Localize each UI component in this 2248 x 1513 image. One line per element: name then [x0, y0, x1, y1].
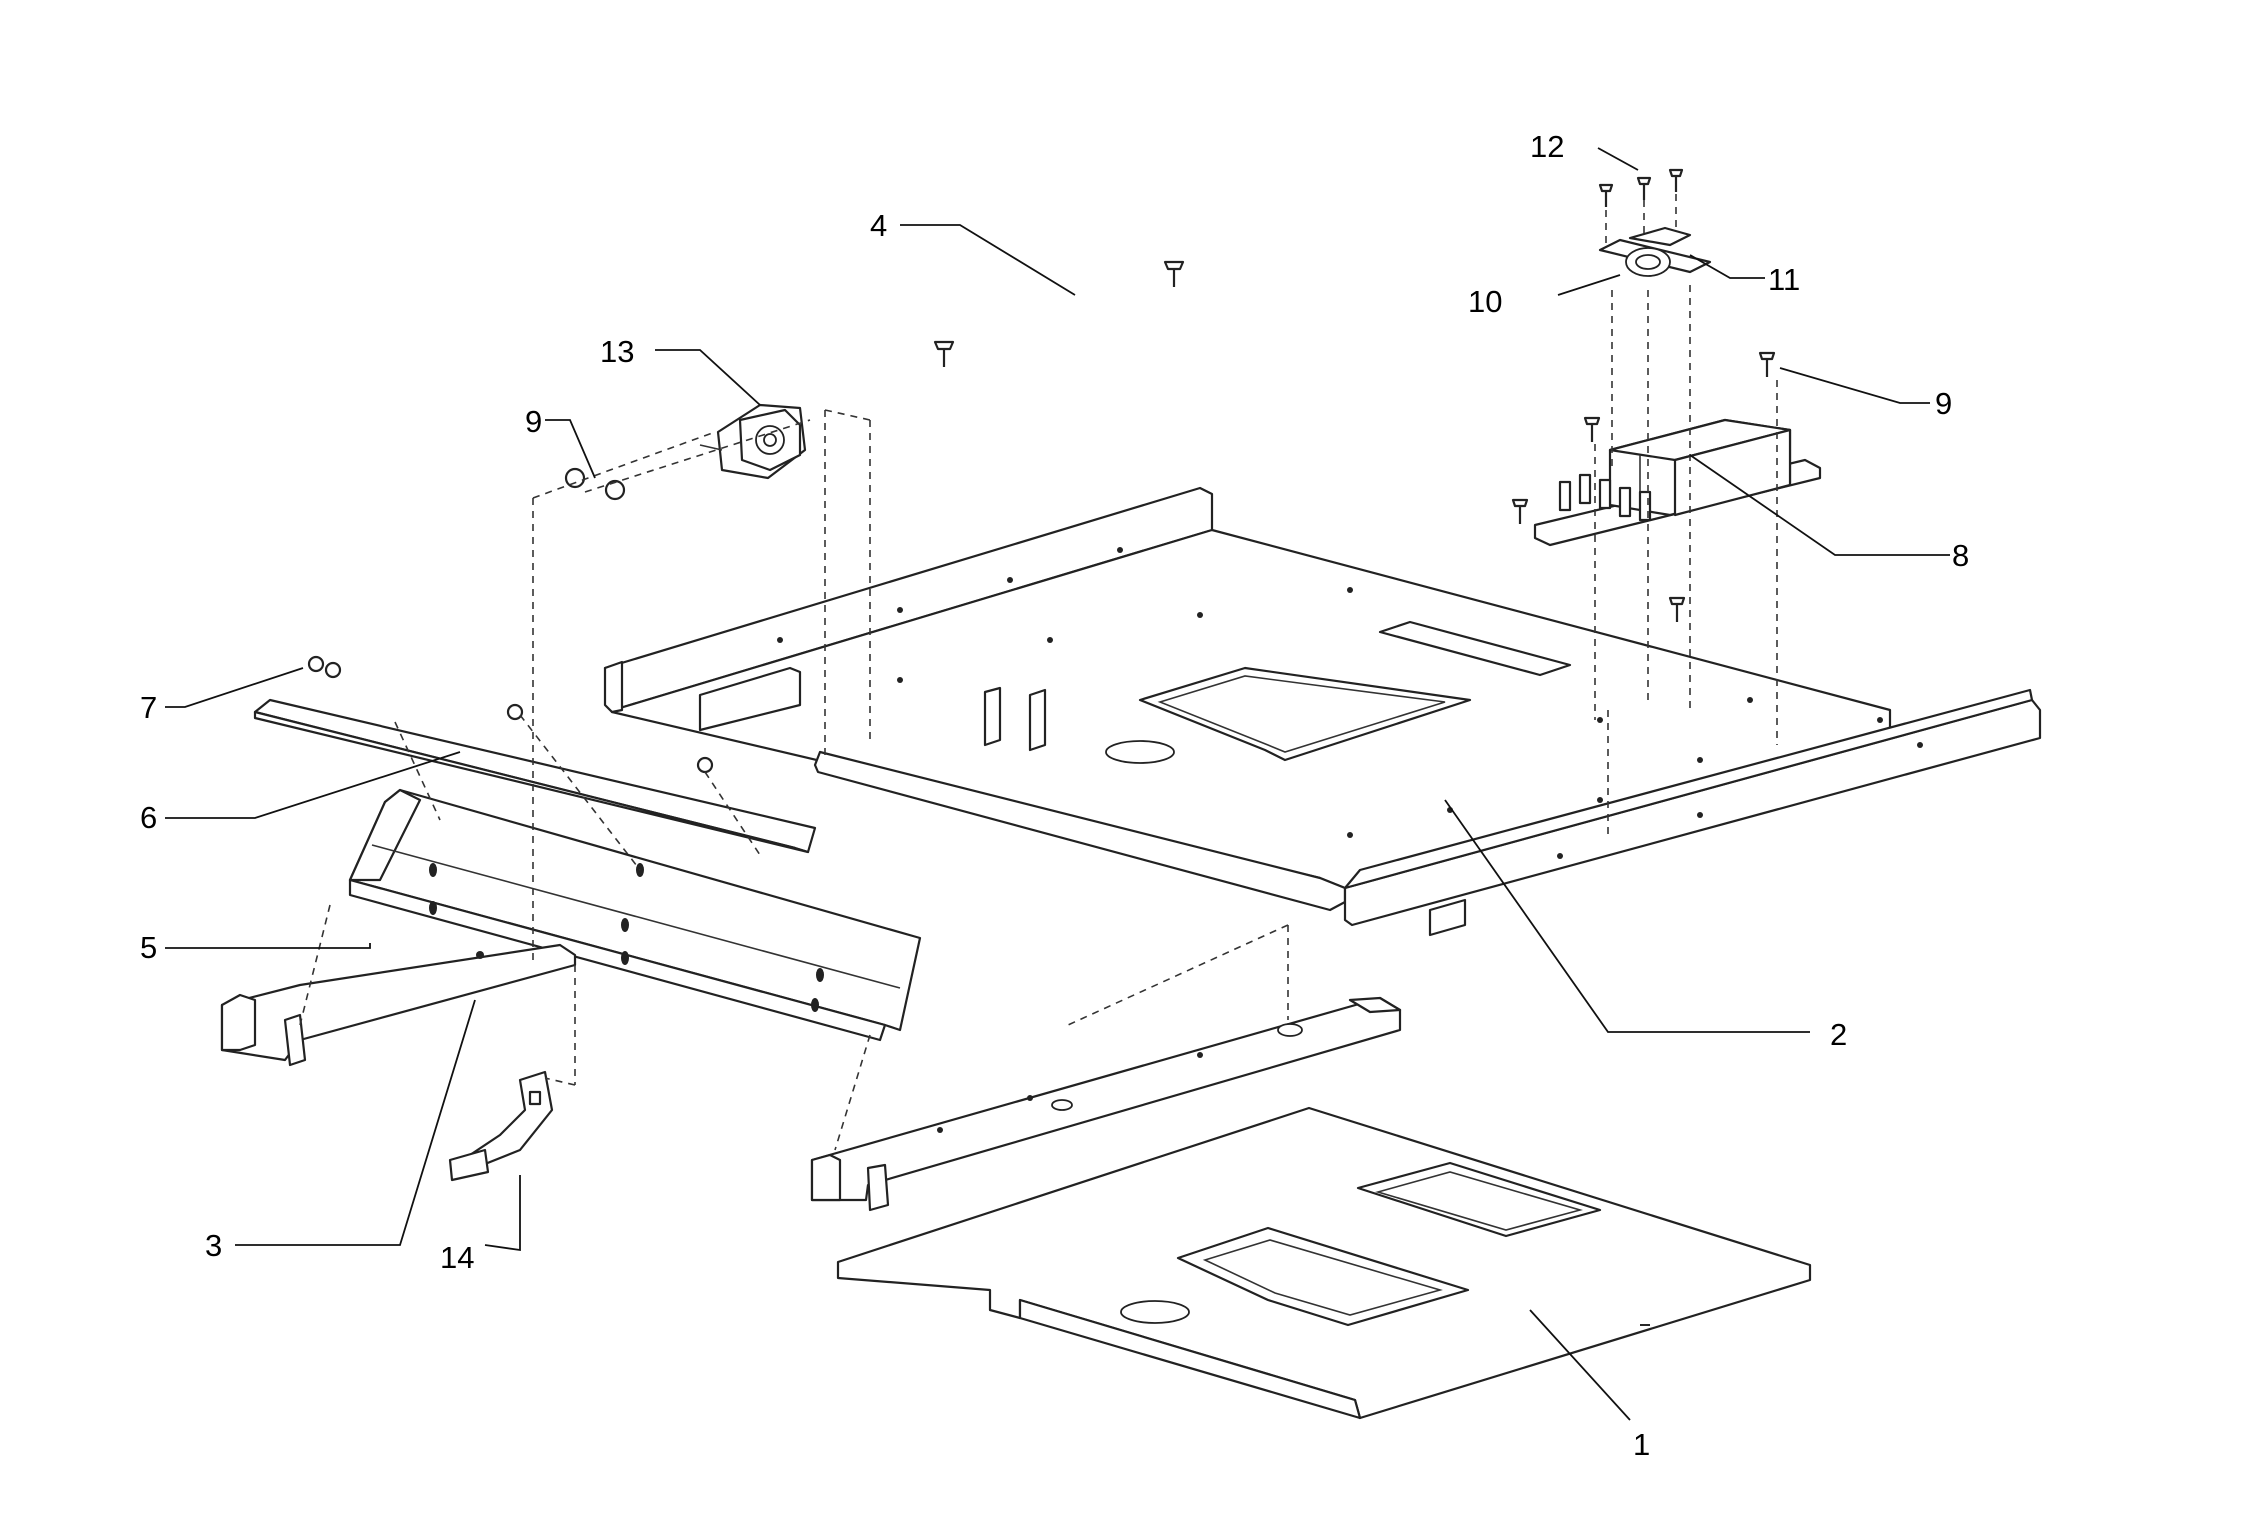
callout-labels: 1 2 3 4 5 6 7 8 9 9 10 11 12 13 14 [140, 129, 1969, 1462]
assembly-dashed-lines [299, 194, 1778, 1151]
part-13-motor [699, 403, 807, 480]
callout-9-right: 9 [1935, 386, 1952, 421]
part-4-screws [933, 260, 1185, 367]
callout-11: 11 [1768, 262, 1800, 297]
callout-12: 12 [1530, 129, 1564, 164]
callout-3: 3 [205, 1228, 222, 1263]
part-6-upper-bracket [253, 698, 817, 854]
part-12-screws [1598, 168, 1684, 207]
callout-14: 14 [440, 1240, 474, 1275]
part-14-hook-bracket [448, 1070, 554, 1182]
part-2-main-tray [603, 486, 2042, 937]
callout-8: 8 [1952, 538, 1969, 573]
callout-4: 4 [870, 208, 887, 243]
callout-10: 10 [1468, 284, 1502, 319]
part-3-left-rail [220, 943, 577, 1067]
part-5-channel [348, 788, 922, 1042]
callout-1: 1 [1633, 1427, 1650, 1462]
part-8-control-module [1533, 418, 1822, 547]
callout-9-left: 9 [525, 404, 542, 439]
callout-6: 6 [140, 800, 157, 835]
leader-lines [165, 147, 1950, 1421]
callout-2: 2 [1830, 1017, 1847, 1052]
part-10-11-mount-bracket [1598, 226, 1712, 277]
part-9-screws-left [564, 467, 626, 501]
part-lower-right-rail [810, 996, 1402, 1212]
part-1-base-plate [836, 1106, 1812, 1420]
callout-7: 7 [140, 690, 157, 725]
callout-5: 5 [140, 930, 157, 965]
callout-13: 13 [600, 334, 634, 369]
part-9-screws-right [1511, 351, 1776, 622]
